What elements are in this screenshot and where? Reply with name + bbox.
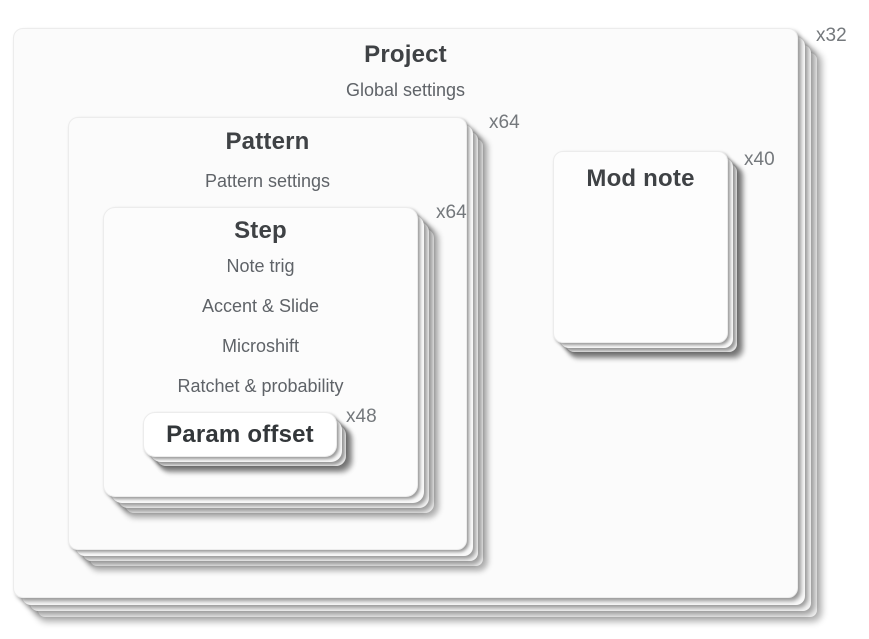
- mod-note-title: Mod note: [586, 165, 695, 192]
- pattern-subtitle: Pattern settings: [204, 171, 331, 191]
- step-item-list: Note trig Accent & Slide Microshift Ratc…: [104, 253, 417, 399]
- step-count-label: x64: [436, 202, 467, 223]
- step-item: Ratchet & probability: [177, 376, 344, 396]
- mod-note-count-label: x40: [744, 149, 775, 170]
- project-title: Project: [364, 41, 447, 68]
- pattern-title: Pattern: [225, 128, 310, 155]
- param-offset-label: Param offset: [166, 420, 314, 448]
- mod-note-card: Mod note: [553, 151, 728, 343]
- param-offset-card: Param offset: [143, 412, 337, 457]
- step-item: Microshift: [221, 336, 299, 356]
- step-title: Step: [234, 217, 287, 244]
- step-item: Accent & Slide: [201, 296, 320, 316]
- param-offset-count-label: x48: [346, 406, 377, 427]
- project-count-label: x32: [816, 25, 847, 46]
- project-subtitle: Global settings: [345, 80, 466, 100]
- step-item: Note trig: [226, 256, 295, 276]
- pattern-count-label: x64: [489, 112, 520, 133]
